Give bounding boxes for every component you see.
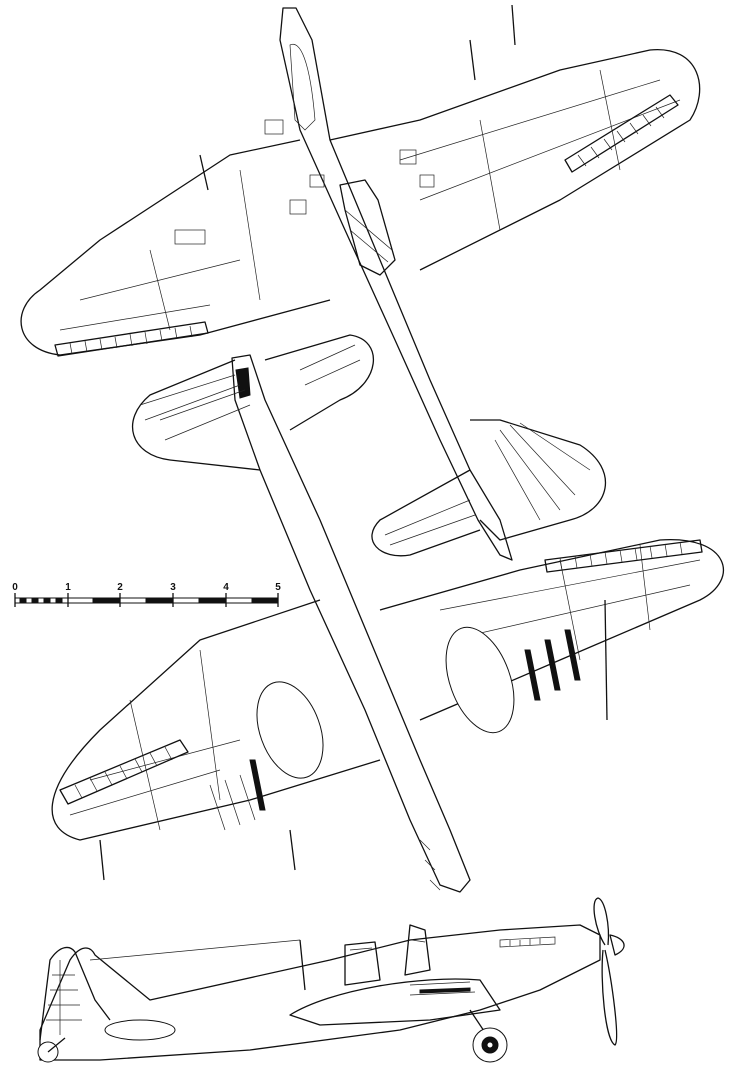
scale-tick-0: 0 — [12, 582, 18, 593]
scale-tick-1: 1 — [65, 582, 71, 593]
scale-tick-4: 4 — [223, 582, 229, 593]
side-view — [37, 897, 625, 1063]
scale-tick-2: 2 — [117, 582, 123, 593]
scale-tick-3: 3 — [170, 582, 176, 593]
top-view — [20, 4, 701, 561]
bottom-view — [51, 334, 725, 893]
scale-tick-5: 5 — [275, 582, 281, 593]
scale-bar — [14, 593, 279, 607]
